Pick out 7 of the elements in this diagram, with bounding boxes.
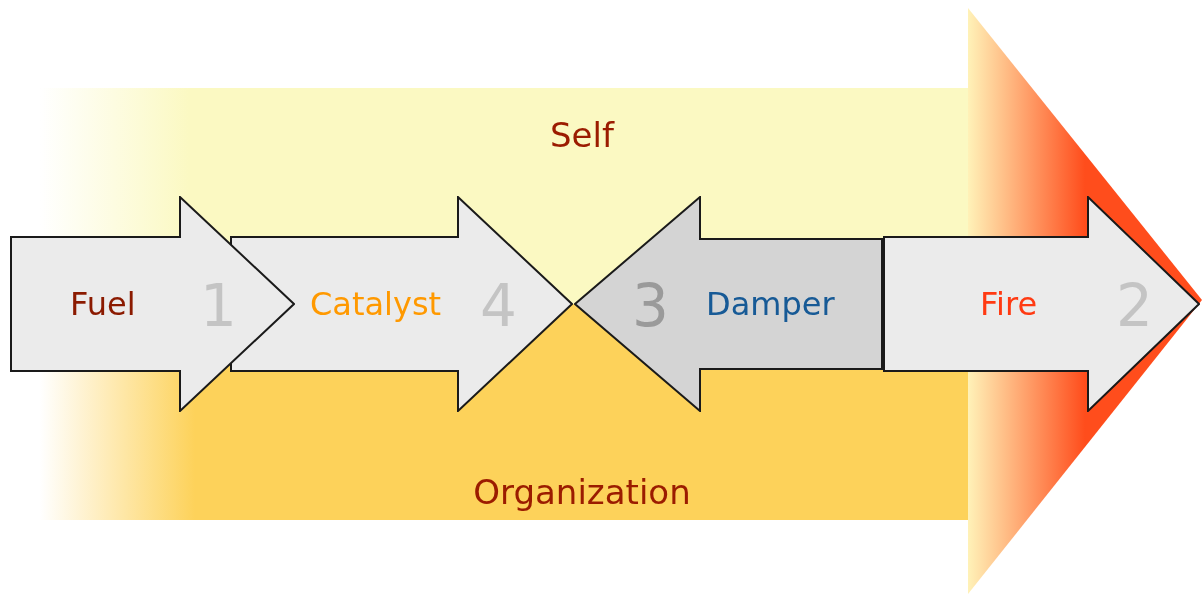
step-number: 3 [632,277,669,335]
arrow-label: Fuel [70,288,136,320]
arrow-label: Catalyst [310,288,442,320]
band-label: Self [550,118,614,152]
arrow-label: Fire [980,288,1038,320]
band-label: Organization [473,475,691,509]
arrow-label: Damper [706,288,835,320]
